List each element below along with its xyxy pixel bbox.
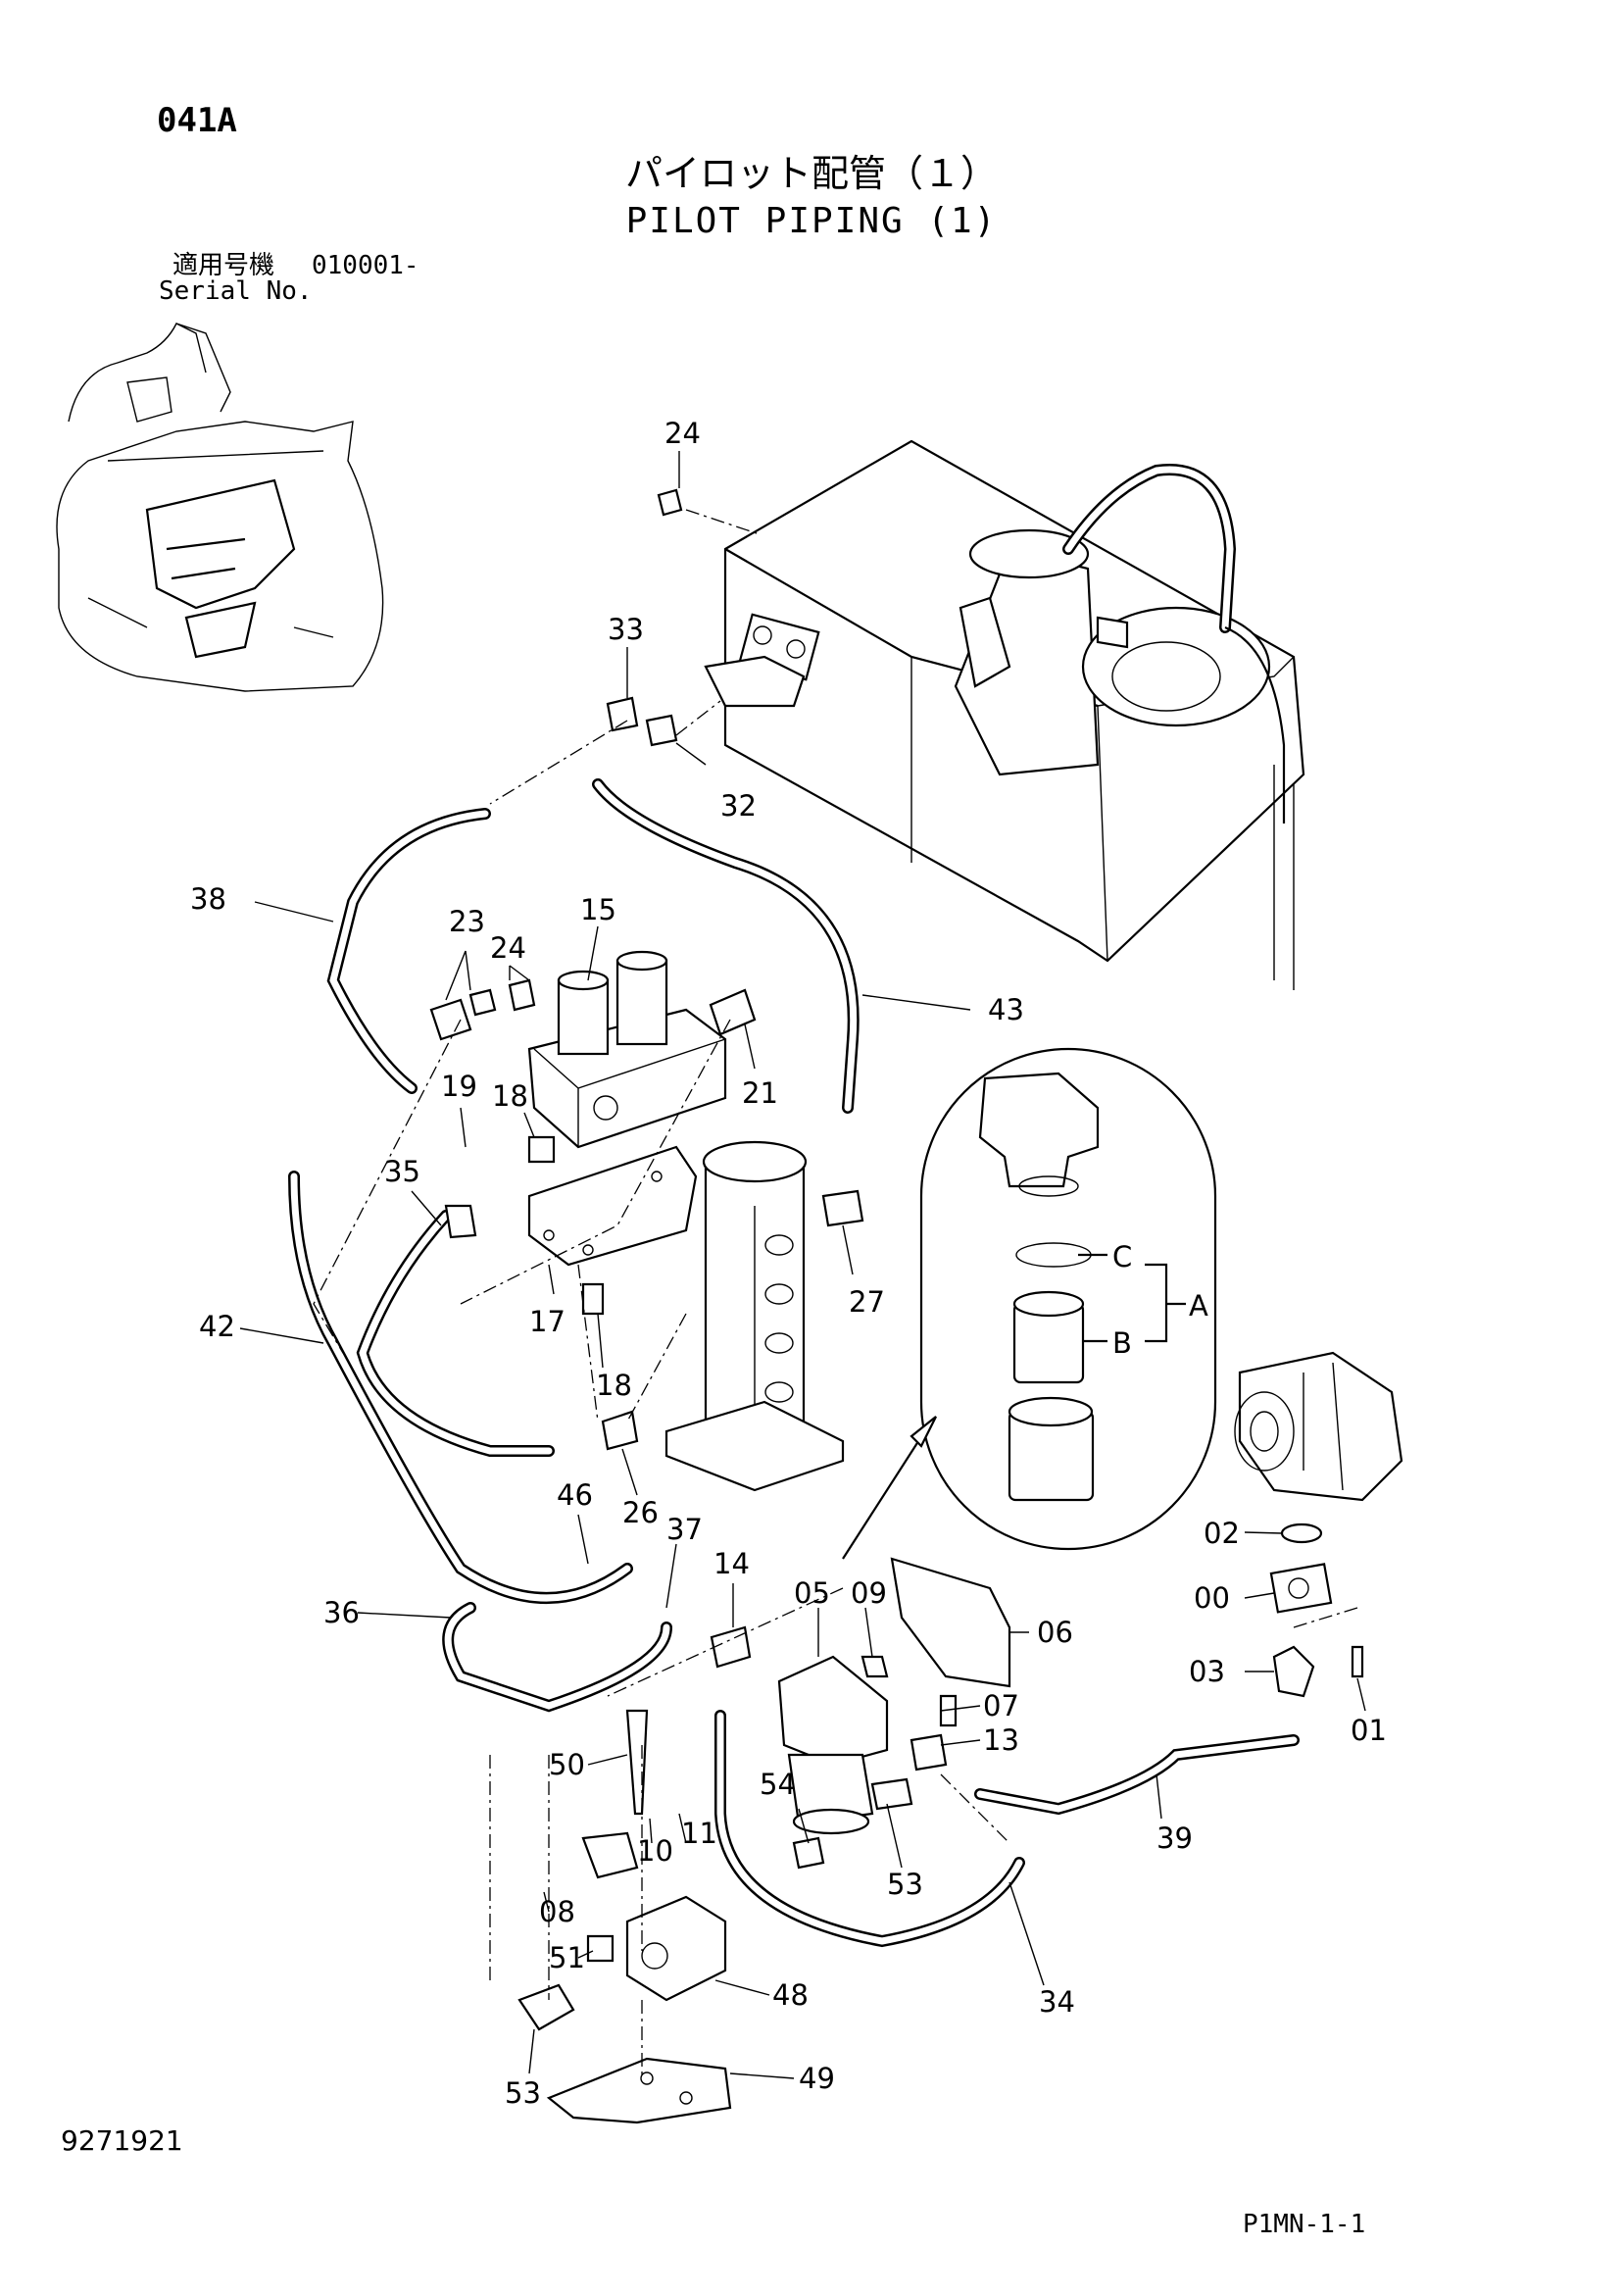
callout-21: 21 [742, 1076, 778, 1110]
page-title-en: PILOT PIPING (1) [625, 201, 998, 241]
callout-13: 13 [983, 1723, 1019, 1757]
callout-18-a: 18 [492, 1079, 528, 1113]
callout-54: 54 [760, 1768, 796, 1801]
callout-35: 35 [384, 1155, 420, 1188]
filter-detail-bubble [919, 1047, 1217, 1551]
callout-42: 42 [199, 1310, 235, 1343]
pilot-filter [777, 1557, 1011, 1835]
callout-37: 37 [666, 1513, 703, 1546]
locator-thumbnail [56, 323, 384, 692]
callout-08: 08 [539, 1895, 575, 1928]
callout-02: 02 [1204, 1517, 1240, 1550]
manifold-block [517, 1709, 732, 2124]
serial-label-en: Serial No. [159, 276, 313, 306]
callout-43: 43 [988, 993, 1024, 1026]
callout-49: 49 [799, 2062, 835, 2095]
callout-05: 05 [794, 1576, 830, 1610]
callout-32: 32 [720, 789, 757, 823]
callout-C: C [1112, 1240, 1132, 1273]
detail-arrow [910, 1416, 937, 1448]
callout-50: 50 [549, 1748, 585, 1781]
callout-03: 03 [1189, 1655, 1225, 1688]
page-reference: P1MN-1-1 [1243, 2210, 1366, 2239]
callout-01: 01 [1351, 1714, 1387, 1747]
solenoid-valve-block [527, 950, 727, 1267]
reference-lines [313, 509, 1010, 2078]
callout-15: 15 [580, 893, 616, 926]
callout-B: B [1112, 1326, 1132, 1360]
callout-33: 33 [608, 613, 644, 646]
callout-17: 17 [529, 1305, 566, 1338]
callout-24-mid: 24 [490, 931, 526, 965]
callout-A: A [1189, 1289, 1208, 1323]
callout-09: 09 [851, 1576, 887, 1610]
callout-36: 36 [323, 1596, 360, 1629]
callout-53-a: 53 [887, 1868, 923, 1901]
callout-00: 00 [1194, 1581, 1230, 1615]
page-title-jp: パイロット配管（１） [624, 152, 998, 195]
callout-labels: 24 33 32 38 23 24 15 43 21 19 18 35 27 4… [190, 417, 1387, 2110]
callout-48: 48 [772, 1978, 809, 2012]
callout-51: 51 [549, 1941, 585, 1974]
callout-39: 39 [1156, 1822, 1193, 1855]
swivel-joint [664, 1140, 845, 1492]
hoses [288, 778, 1300, 1948]
leader-lines [239, 451, 1366, 2079]
callout-38: 38 [190, 882, 226, 916]
pilot-pump [1234, 1351, 1403, 1698]
callout-53-b: 53 [505, 2076, 541, 2110]
callout-19: 19 [441, 1070, 477, 1103]
hydraulic-tank [704, 439, 1305, 990]
callout-34: 34 [1039, 1985, 1075, 2019]
serial-range: 010001- [312, 251, 419, 280]
callout-26: 26 [622, 1496, 659, 1529]
callout-10: 10 [637, 1834, 673, 1868]
callout-14: 14 [713, 1547, 750, 1580]
callout-18-b: 18 [596, 1369, 632, 1402]
callout-07: 07 [983, 1689, 1019, 1722]
detail-leader [842, 1421, 932, 1560]
callout-11: 11 [681, 1817, 717, 1850]
serial-label-jp: 適用号機 [172, 251, 275, 280]
fittings [429, 488, 948, 1870]
callout-46: 46 [557, 1478, 593, 1512]
callout-06: 06 [1037, 1616, 1073, 1649]
page-code: 041A [157, 101, 237, 140]
callout-24-top: 24 [664, 417, 701, 450]
callout-23: 23 [449, 905, 485, 938]
callout-27: 27 [849, 1285, 885, 1319]
document-number: 9271921 [61, 2124, 183, 2157]
